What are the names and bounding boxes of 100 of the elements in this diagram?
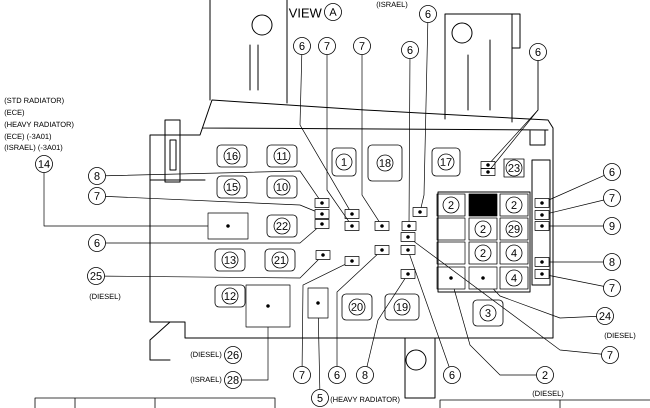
fuse-slot: 3 — [472, 300, 504, 326]
leader-line — [549, 175, 604, 200]
leader-line — [318, 318, 320, 390]
leader-line — [549, 275, 604, 287]
leader-line — [493, 289, 596, 318]
leader-line — [242, 327, 268, 380]
leader-line — [106, 228, 317, 244]
callout-number: 7 — [603, 279, 621, 297]
fuse-slot: 17 — [432, 148, 460, 176]
fuse-slot: 18 — [368, 144, 402, 182]
callout-number: 9 — [603, 217, 621, 235]
relay-slot — [314, 209, 330, 219]
relay-slot — [534, 198, 550, 208]
leader-line — [454, 289, 536, 376]
relay-slot — [534, 221, 550, 231]
callout-number: 6 — [328, 366, 346, 384]
callout-number: 7 — [88, 187, 106, 205]
leader-line — [302, 264, 345, 366]
callout-number: 5 — [311, 389, 329, 407]
callout-number: 8 — [356, 366, 374, 384]
fuse-slot — [468, 266, 498, 290]
fuse-slot: 11 — [266, 144, 298, 168]
relay-slot — [480, 161, 496, 169]
fuse-slot: 4 — [500, 266, 528, 290]
relay-slot — [308, 288, 328, 318]
relay-slot — [208, 212, 248, 240]
fuse-slot: 16 — [216, 144, 248, 168]
fuse-slot: 4 — [500, 242, 528, 264]
callout-number: 6 — [419, 5, 437, 23]
callout-number: 14 — [35, 155, 53, 173]
fuse-slot: 10 — [266, 176, 298, 198]
leader-line — [336, 254, 378, 366]
relay-slot — [400, 232, 416, 242]
leader-line — [420, 22, 428, 208]
fuse-slot: 15 — [216, 176, 248, 198]
leader-line — [106, 196, 315, 212]
callout-number: 25 — [87, 267, 105, 285]
callout-number: A — [324, 3, 342, 21]
callout-number: 7 — [601, 346, 619, 364]
fuse-slot: 13 — [214, 248, 246, 272]
callout-number: 24 — [596, 307, 614, 325]
leader-line — [414, 242, 602, 354]
callout-number: 6 — [401, 41, 419, 59]
leader-line — [104, 260, 318, 278]
callout-number: 28 — [224, 371, 242, 389]
fuse-slot: 2 — [468, 218, 498, 240]
relay-slot — [534, 269, 550, 279]
relay-slot — [314, 198, 330, 208]
relay-slot — [344, 256, 360, 266]
view-label: VIEW — [288, 8, 322, 18]
callout-number: 6 — [443, 366, 461, 384]
fuse-slot: 20 — [342, 294, 372, 320]
fuse-slot — [436, 218, 466, 240]
callout-number: 2 — [536, 366, 554, 384]
fuse-slot: 29 — [500, 218, 528, 240]
relay-slot — [344, 221, 360, 231]
fuse-slot — [468, 194, 498, 216]
fuse-slot: 12 — [214, 284, 246, 308]
fuse-slot — [436, 242, 466, 264]
relay-slot — [534, 257, 550, 267]
callout-number: 6 — [88, 234, 106, 252]
relay-slot — [402, 221, 416, 231]
relay-slot — [412, 207, 428, 217]
leader-line — [366, 278, 406, 367]
fuse-slot: 22 — [266, 214, 298, 238]
relay-slot — [344, 209, 360, 219]
leader-line — [409, 254, 450, 367]
leader-line — [408, 58, 410, 222]
callout-number: 7 — [353, 37, 371, 55]
fuse-slot: 2 — [468, 242, 498, 264]
leader-line — [300, 54, 350, 210]
callout-number: 7 — [293, 366, 311, 384]
callout-number: 26 — [224, 346, 242, 364]
fuse-slot: 2 — [436, 194, 466, 216]
fuse-slot — [436, 266, 466, 290]
fuse-slot: 19 — [384, 294, 420, 320]
callout-number: 8 — [88, 167, 106, 185]
relay-slot — [374, 221, 390, 231]
relay-slot — [374, 245, 390, 255]
callout-number: 8 — [603, 253, 621, 271]
leader-line — [362, 54, 380, 222]
relay-slot — [534, 210, 550, 220]
fuse-slot: 1 — [332, 148, 356, 176]
callout-number: 6 — [529, 43, 547, 61]
callout-number: 7 — [603, 189, 621, 207]
relay-slot — [400, 269, 416, 279]
leader-line — [326, 54, 349, 222]
leader-line — [44, 172, 208, 226]
callout-number: 7 — [318, 37, 336, 55]
leader-line — [106, 170, 320, 198]
fuse-slot: 21 — [264, 248, 296, 272]
fuse-slot: 23 — [504, 158, 524, 178]
callout-number: 6 — [293, 37, 311, 55]
leader-line — [549, 200, 604, 214]
relay-slot — [246, 284, 290, 328]
relay-slot — [316, 250, 330, 260]
fuse-slot: 2 — [500, 194, 528, 216]
relay-slot — [480, 168, 496, 176]
callout-number: 6 — [603, 163, 621, 181]
relay-slot — [314, 219, 330, 229]
